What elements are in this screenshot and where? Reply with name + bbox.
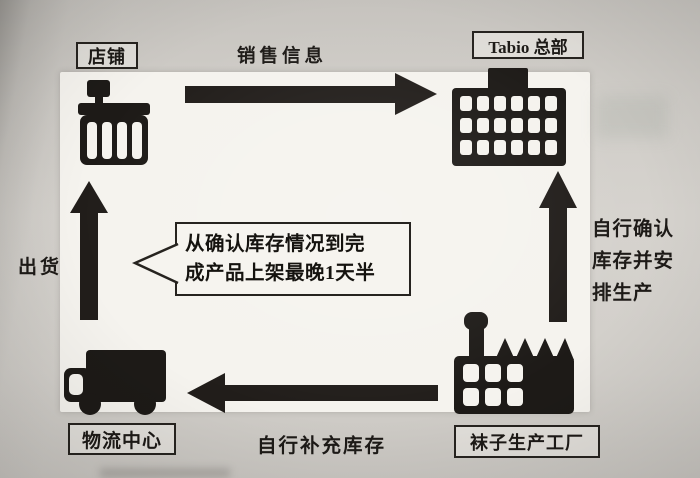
callout-tail-icon	[131, 242, 179, 285]
production-flow-label: 自行确认 库存并安 排生产	[592, 214, 674, 310]
truck-icon	[64, 350, 166, 415]
restock-flow-label: 自行补充库存	[257, 436, 387, 457]
production-arrow-up-icon	[539, 171, 577, 322]
lead-time-callout-line2: 成产品上架最晚1天半	[185, 263, 376, 284]
headquarters-node-label: Tabio 总部	[472, 31, 584, 59]
factory-icon	[454, 312, 574, 414]
sales-info-arrow-right-icon	[185, 73, 437, 115]
logistics-node-label: 物流中心	[68, 423, 176, 455]
sales-info-flow-label: 销售信息	[237, 47, 328, 67]
office-building-icon	[452, 68, 566, 166]
shipping-arrow-up-icon	[70, 181, 108, 320]
factory-node-label: 袜子生产工厂	[454, 425, 600, 458]
lead-time-callout-line1: 从确认库存情况到完	[185, 234, 366, 255]
logistics-node-label-text: 物流中心	[81, 430, 162, 452]
storefront-icon	[78, 80, 150, 165]
factory-node-label-text: 袜子生产工厂	[470, 432, 584, 453]
production-flow-label-line1: 自行确认	[592, 219, 675, 240]
production-flow-label-line3: 排生产	[592, 283, 654, 304]
production-flow-label-line2: 库存并安	[592, 251, 675, 272]
lead-time-callout: 从确认库存情况到完 成产品上架最晚1天半	[175, 222, 411, 296]
store-node-label-text: 店铺	[88, 46, 126, 67]
restock-arrow-left-icon	[187, 373, 438, 413]
shipping-flow-label: 出货	[18, 257, 63, 278]
store-node-label: 店铺	[76, 42, 138, 69]
headquarters-node-label-text: Tabio 总部	[488, 37, 568, 57]
